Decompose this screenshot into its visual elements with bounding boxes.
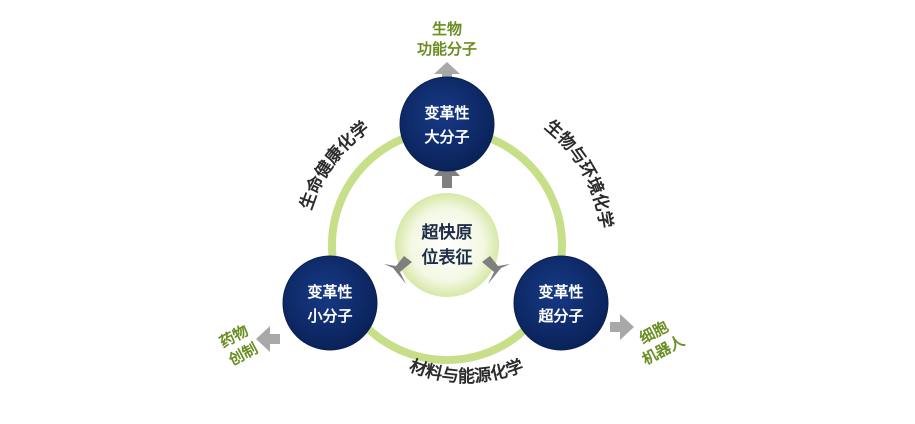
hub-label-line1: 超快原	[422, 222, 473, 243]
node-right-line2: 超分子	[537, 307, 583, 325]
hub-glow	[395, 193, 499, 297]
arrow-right-down-icon	[482, 256, 510, 284]
hub-label-line2: 位表征	[422, 247, 473, 268]
node-top-line1: 变革性	[424, 104, 469, 122]
arrow-left-down-icon	[384, 256, 412, 284]
arrow-out-left-icon	[256, 326, 280, 352]
output-top-line2: 功能分子	[417, 40, 477, 58]
node-top-line2: 大分子	[424, 128, 469, 146]
output-right: 细胞 机器人	[636, 318, 688, 369]
node-right-line1: 变革性	[538, 283, 583, 301]
node-left-line2: 小分子	[307, 307, 352, 325]
output-top-line1: 生物	[432, 20, 462, 38]
output-top: 生物 功能分子	[417, 20, 477, 58]
arrow-out-right-icon	[610, 314, 634, 340]
node-top: 变革性 大分子	[399, 76, 495, 172]
node-right: 变革性 超分子	[513, 255, 609, 351]
arc-label-right: 生物与环境化学	[541, 116, 617, 230]
node-left: 变革性 小分子	[282, 255, 378, 351]
arc-label-right-text: 生物与环境化学	[541, 116, 617, 230]
node-left-line1: 变革性	[307, 283, 352, 301]
output-left: 药物 创制	[216, 322, 260, 370]
